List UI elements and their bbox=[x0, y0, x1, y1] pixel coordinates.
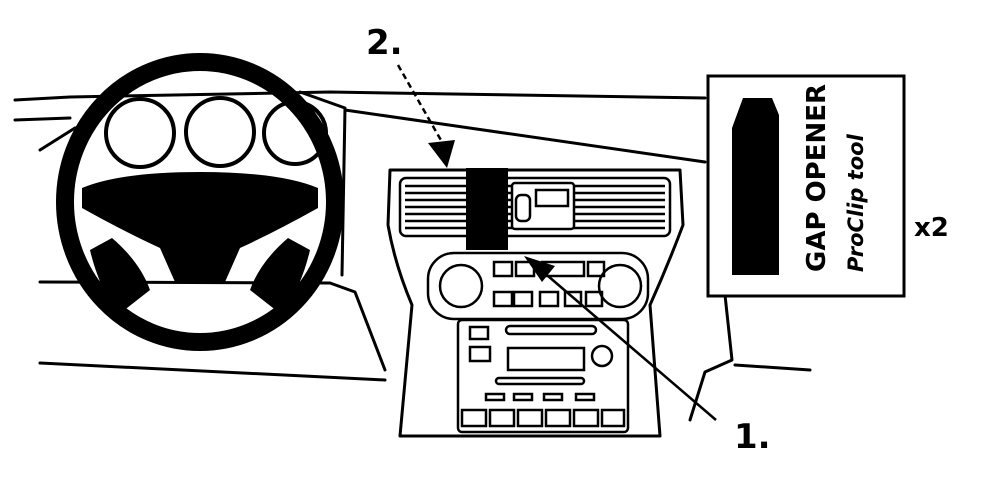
radio-unit bbox=[456, 318, 630, 434]
center-console bbox=[386, 168, 685, 438]
callout-number-2: 2. bbox=[366, 23, 403, 63]
air-vents bbox=[398, 176, 672, 238]
gap-opener-box bbox=[706, 74, 906, 298]
tool-title: GAP OPENER bbox=[802, 84, 832, 272]
tool-subtitle: ProClip tool bbox=[844, 133, 868, 272]
quantity-label: x2 bbox=[914, 213, 949, 243]
callout-2-arrow bbox=[396, 64, 455, 168]
proclip-holder bbox=[466, 168, 508, 250]
dashboard-outline bbox=[13, 90, 812, 422]
steering-wheel bbox=[56, 53, 344, 351]
callout-1-arrow bbox=[524, 256, 717, 421]
callout-number-1: 1. bbox=[734, 417, 771, 457]
